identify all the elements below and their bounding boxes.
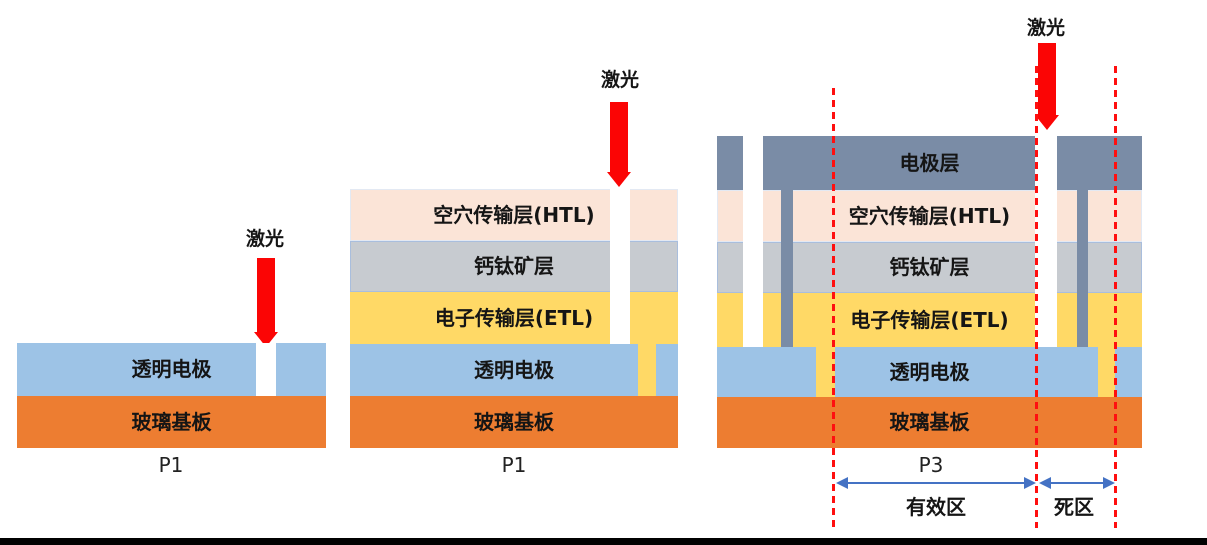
active-zone-arrowhead-left-icon [836, 477, 848, 489]
panel1-laser-label: 激光 [245, 228, 284, 250]
panel1-laser-arrow-icon [257, 258, 275, 332]
panel1-transparent-electrode-label: 透明电极 [131, 357, 212, 381]
panel2-perovskite-label: 钙钛矿层 [474, 254, 554, 278]
panel3-transparent-electrode-layer [717, 347, 1142, 397]
panel2-p1-gap-etl-fill [638, 344, 656, 396]
panel1-p1-scribe-gap [256, 343, 276, 396]
dead-zone-label: 死区 [1054, 495, 1094, 519]
panel3-p2-via-electrode-fill-right [1077, 190, 1088, 347]
active-zone-arrowhead-right-icon [1024, 477, 1036, 489]
panel2-glass-substrate-layer [350, 396, 678, 448]
bottom-rule [0, 538, 1207, 545]
panel2-laser-label: 激光 [600, 69, 639, 91]
panel3-glass-substrate-layer [717, 397, 1142, 448]
panel3-glass-substrate-label: 玻璃基板 [889, 410, 970, 434]
panel1-glass-substrate-layer [17, 396, 326, 448]
panel2-laser-arrow-icon [610, 102, 628, 172]
guide-dashed-line-right [1114, 66, 1117, 528]
panel3-electrode-label: 电极层 [899, 151, 960, 175]
panel2-transparent-electrode-label: 透明电极 [474, 358, 554, 382]
dead-zone-arrow [1049, 482, 1105, 484]
dead-zone-arrowhead-right-icon [1103, 477, 1115, 489]
panel3-p2-via-electrode-fill-left [781, 190, 793, 347]
guide-dashed-line-middle [1035, 66, 1038, 528]
panel3-electrode-layer [717, 136, 1142, 190]
panel2-step-label: P1 [501, 453, 527, 477]
panel3-laser-arrow-tip-icon [1035, 115, 1059, 130]
panel2-laser-arrow-tip-icon [607, 172, 631, 187]
panel1-step-label: P1 [158, 453, 184, 477]
dead-zone-arrowhead-left-icon [1039, 477, 1051, 489]
panel3-step-label: P3 [918, 453, 944, 477]
panel2-etl-label: 电子传输层(ETL) [434, 306, 594, 330]
panel3-perovskite-label: 钙钛矿层 [889, 255, 970, 279]
panel2-htl-label: 空穴传输层(HTL) [433, 203, 595, 227]
panel3-transparent-electrode-label: 透明电极 [889, 360, 970, 384]
panel3-p1-gap-etl-fill-left [816, 347, 835, 397]
panel1-glass-substrate-label: 玻璃基板 [131, 410, 212, 434]
panel3-htl-label: 空穴传输层(HTL) [848, 204, 1011, 228]
panel3-p1-gap-etl-fill-right [1098, 347, 1115, 397]
panel3-etl-label: 电子传输层(ETL) [850, 308, 1009, 332]
panel2-p2-scribe-gap [610, 189, 630, 344]
panel3-p3-scribe-gap-left [743, 136, 763, 347]
panel2-transparent-electrode-layer [350, 344, 678, 396]
panel3-laser-arrow-icon [1038, 43, 1056, 115]
active-zone-label: 有效区 [906, 495, 966, 519]
panel3-laser-label: 激光 [1026, 17, 1065, 39]
panel2-glass-substrate-label: 玻璃基板 [474, 410, 554, 434]
panel3-p3-scribe-gap-laser [1035, 136, 1057, 347]
guide-dashed-line-left [832, 88, 835, 528]
active-zone-arrow [846, 482, 1026, 484]
